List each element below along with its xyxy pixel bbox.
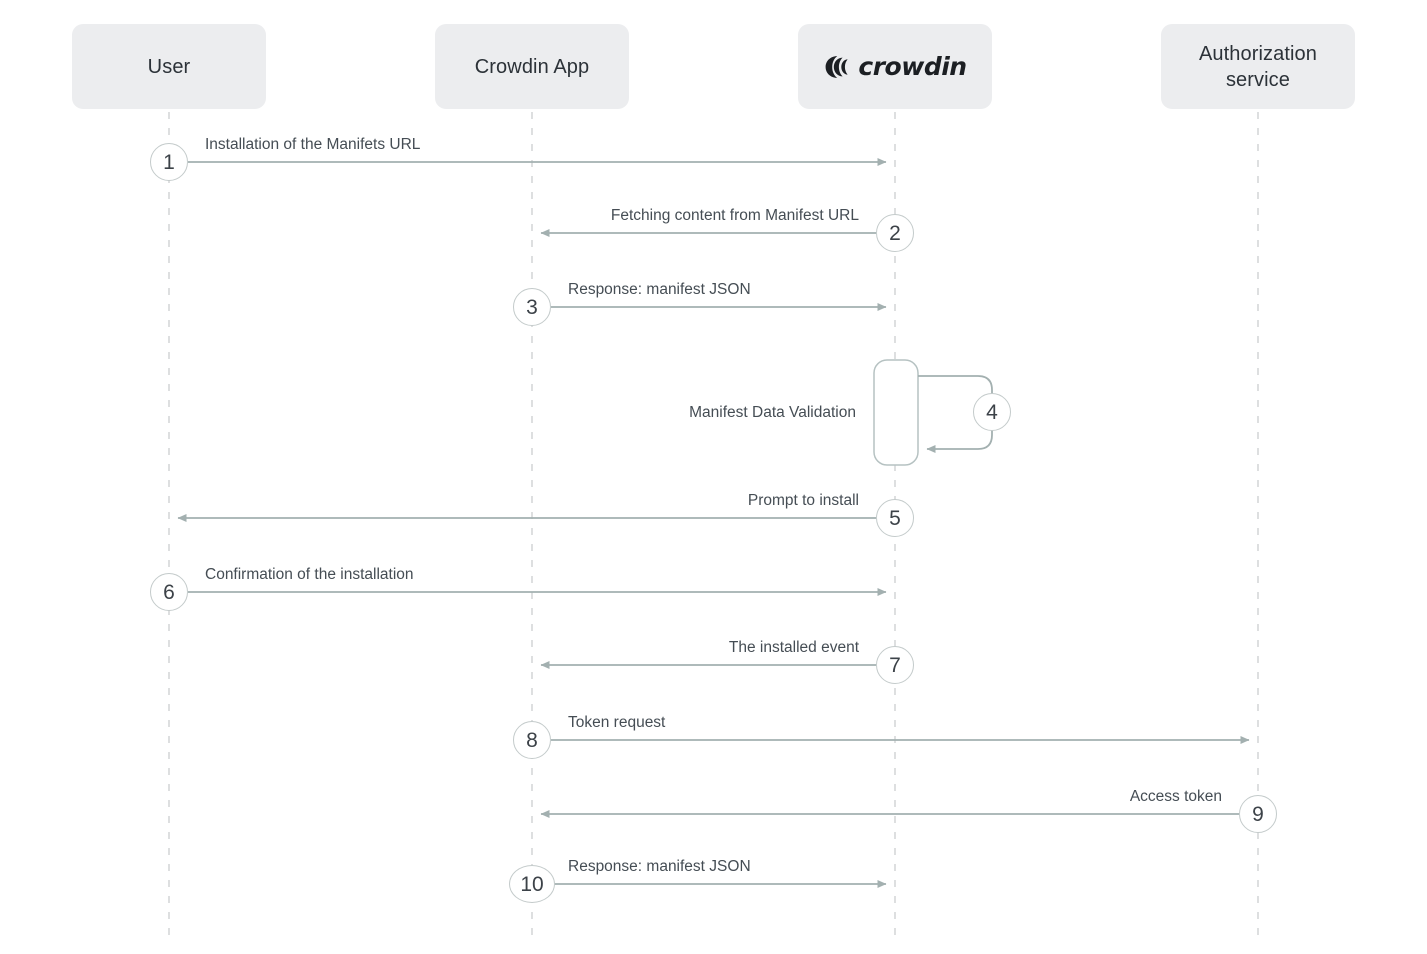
step-circle-4[interactable]: 4 <box>973 393 1011 431</box>
step-circle-1[interactable]: 1 <box>150 143 188 181</box>
participant-label-app: Crowdin App <box>474 55 590 78</box>
step-circle-10[interactable]: 10 <box>509 865 555 903</box>
crowdin-wordmark: crowdin <box>858 52 967 81</box>
step-circle-8[interactable]: 8 <box>513 721 551 759</box>
message-label-step-5: Prompt to install <box>747 492 859 509</box>
step-number-9: 9 <box>1252 802 1264 826</box>
message-arrows-group <box>177 158 1250 888</box>
message-label-step-7: The installed event <box>728 639 859 656</box>
step-circle-9[interactable]: 9 <box>1239 795 1277 833</box>
participant-box-crowdin[interactable]: crowdin <box>798 24 992 109</box>
crowdin-logo: crowdin <box>823 52 967 81</box>
message-label-step-1: Installation of the Manifets URL <box>205 136 421 153</box>
message-label-step-2: Fetching content from Manifest URL <box>610 207 859 224</box>
step-number-4: 4 <box>986 400 998 424</box>
participant-box-app[interactable]: Crowdin App <box>435 24 629 109</box>
step-circle-6[interactable]: 6 <box>150 573 188 611</box>
step-number-5: 5 <box>889 506 901 530</box>
step-number-8: 8 <box>526 728 538 752</box>
participant-box-user[interactable]: User <box>72 24 266 109</box>
lifelines-group <box>168 112 1259 940</box>
step-circle-3[interactable]: 3 <box>513 288 551 326</box>
message-label-step-9: Access token <box>1129 788 1222 805</box>
step-circle-5[interactable]: 5 <box>876 499 914 537</box>
step-number-3: 3 <box>526 295 538 319</box>
participant-label-user: User <box>147 55 191 78</box>
step-circle-7[interactable]: 7 <box>876 646 914 684</box>
step-number-1: 1 <box>163 150 175 174</box>
message-label-step-8: Token request <box>568 714 666 731</box>
message-label-step-10: Response: manifest JSON <box>568 858 751 875</box>
message-label-step-4: Manifest Data Validation <box>689 404 856 421</box>
step-circle-2[interactable]: 2 <box>876 214 914 252</box>
step-number-6: 6 <box>163 580 175 604</box>
message-label-step-3: Response: manifest JSON <box>568 281 751 298</box>
activation-box-step-4 <box>873 359 919 466</box>
step-number-10: 10 <box>520 872 544 896</box>
crowdin-swoosh-icon <box>826 55 849 78</box>
activation-boxes-group <box>873 359 919 466</box>
message-label-step-6: Confirmation of the installation <box>205 566 414 583</box>
step-number-7: 7 <box>889 653 901 677</box>
step-number-2: 2 <box>889 221 901 245</box>
